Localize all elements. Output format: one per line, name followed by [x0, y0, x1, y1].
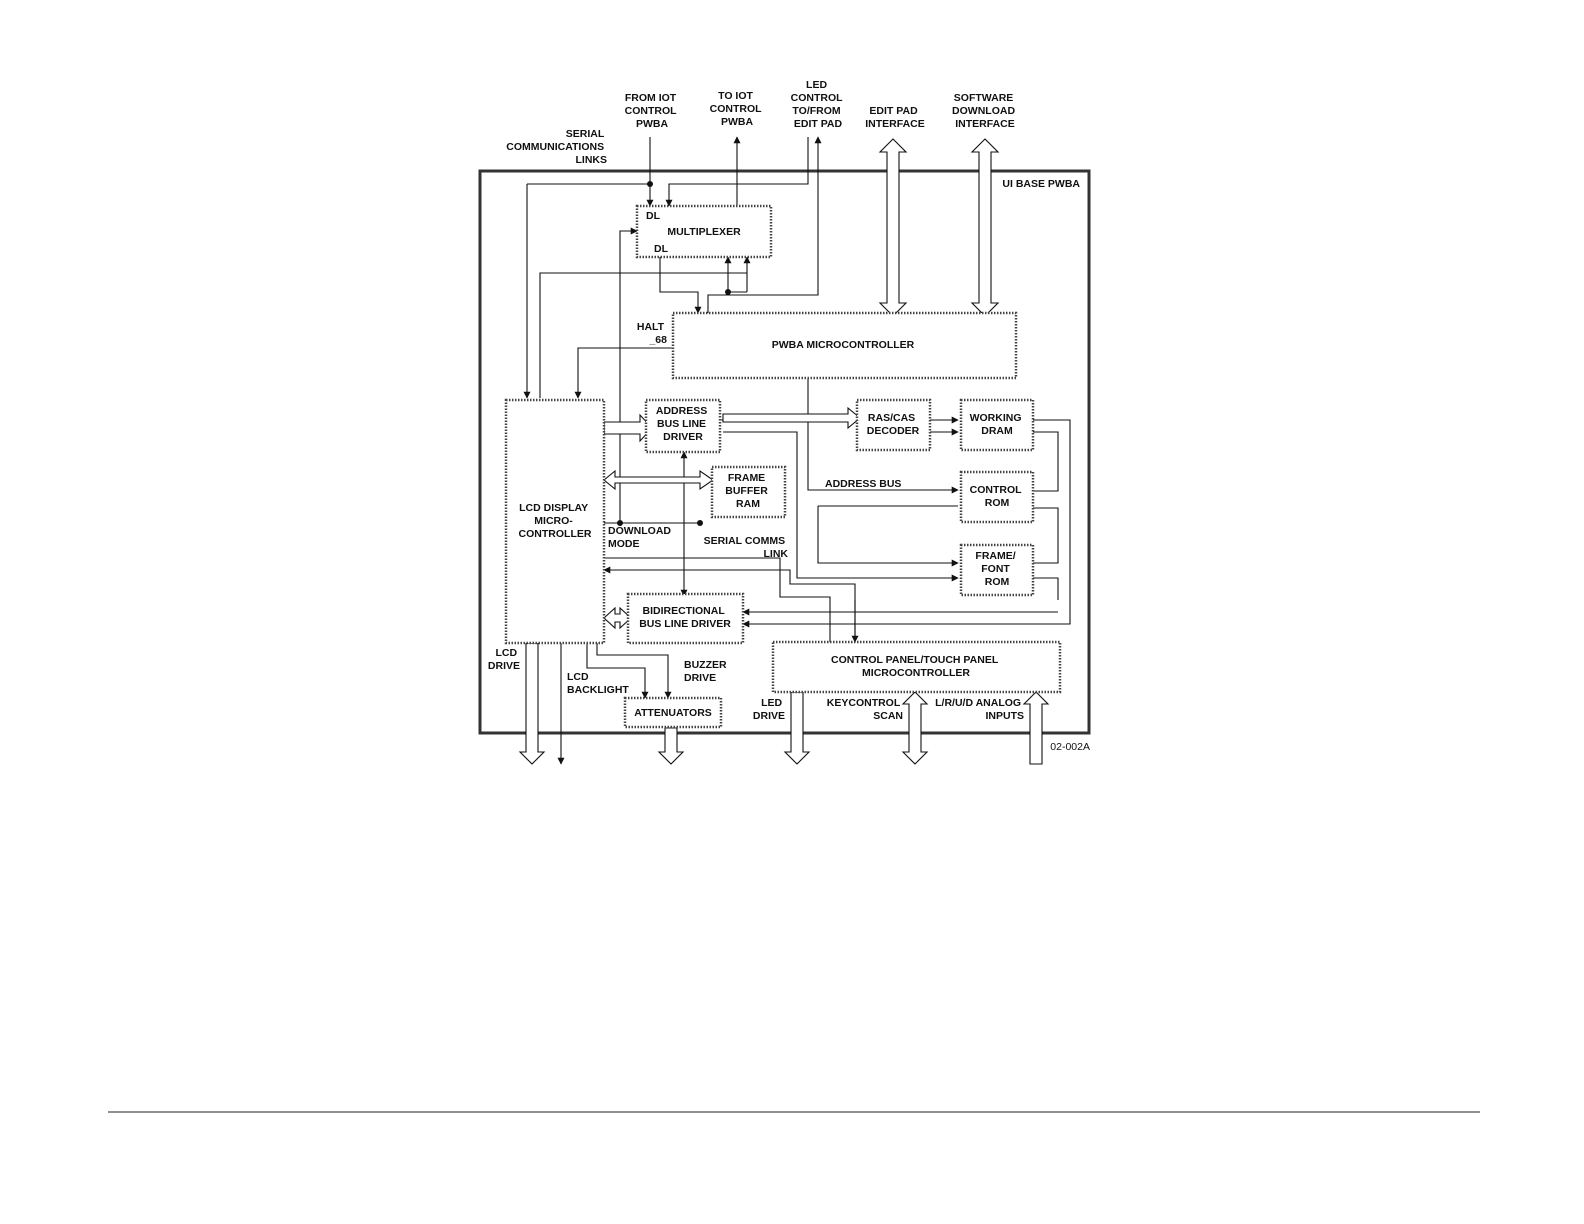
- block-multiplexer: MULTIPLEXER: [635, 204, 773, 259]
- block-ras-cas-decoder: RAS/CAS DECODER: [855, 398, 932, 452]
- download-mode-label: DOWNLOAD MODE: [608, 525, 674, 550]
- analog-inputs-label: L/R/U/D ANALOG INPUTS: [935, 697, 1024, 722]
- serial-comms-label: SERIAL COMMS LINK: [704, 535, 789, 560]
- block-attenuators: ATTENUATORS: [623, 696, 723, 729]
- halt-label: HALT _68: [637, 321, 667, 346]
- svg-text:WORKING DRAM: WORKING DRAM: [970, 412, 1025, 437]
- svg-text:CONTROL PANEL/TOUCH PANEL: CONTROL PANEL/TOUCH PANEL MICROCONTROLLE…: [831, 654, 1001, 679]
- block-control-rom: CONTROL ROM: [959, 470, 1035, 524]
- svg-text:LCD DISPLAY MICRO-: LCD DISPLAY MICRO- CONTROLLER: [519, 502, 592, 540]
- software-download-label: SOFTWARE DOWNLOAD INTERFACE: [952, 92, 1018, 130]
- address-bus-label: ADDRESS BUS: [825, 478, 901, 490]
- block-frame-buffer-ram: FRAME BUFFER RAM: [710, 465, 787, 519]
- buzzer-drive-label: BUZZER DRIVE: [684, 659, 730, 684]
- block-control-panel-microcontroller: CONTROL PANEL/TOUCH PANEL MICROCONTROLLE…: [771, 640, 1062, 694]
- block-frame-font-rom: FRAME/ FONT ROM: [959, 543, 1035, 597]
- dl-bottom-label: DL: [654, 243, 669, 255]
- block-lcd-display-microcontroller: LCD DISPLAY MICRO- CONTROLLER: [504, 398, 606, 645]
- block-working-dram: WORKING DRAM: [959, 398, 1035, 452]
- led-control-label: LED CONTROL TO/FROM EDIT PAD: [791, 79, 846, 130]
- frame-label: UI BASE PWBA: [1002, 178, 1080, 190]
- lcd-backlight-label: LCD BACKLIGHT: [567, 671, 629, 696]
- data-buses: [518, 138, 1050, 765]
- serial-links-label: SERIAL COMMUNICATIONS LINKS: [506, 128, 607, 166]
- figure-id: 02-002A: [1050, 741, 1090, 753]
- block-pwba-microcontroller: PWBA MICROCONTROLLER: [671, 311, 1018, 380]
- svg-text:ADDRESS BUS LINE D: ADDRESS BUS LINE DRIVER: [656, 405, 710, 443]
- svg-text:ATTENUATORS: ATTENUATORS: [634, 707, 712, 719]
- svg-text:RAS/CAS DECODER: RAS/CAS DECODER: [867, 412, 920, 437]
- ui-base-pwba-frame: [478, 169, 1091, 735]
- block-address-bus-line-driver: ADDRESS BUS LINE DRIVER: [644, 398, 722, 454]
- svg-text:CONTROL ROM: CONTROL ROM: [970, 484, 1025, 509]
- svg-text:BIDIRECTIONAL BUS LINE D: BIDIRECTIONAL BUS LINE DRIVER: [639, 605, 731, 630]
- edit-pad-label: EDIT PAD INTERFACE: [865, 105, 925, 130]
- lcd-drive-label: LCD DRIVE: [488, 647, 520, 672]
- svg-text:FRAME BUFFER RAM: FRAME BUFFER RAM: [725, 472, 771, 510]
- svg-text:MULTIPLEXER: MULTIPLEXER: [667, 226, 741, 238]
- dl-top-label: DL: [646, 210, 661, 222]
- to-iot-label: TO IOT CONTROL PWBA: [710, 90, 765, 128]
- keycontrol-scan-label: KEYCONTROL SCAN: [827, 697, 903, 722]
- from-iot-label: FROM IOT CONTROL PWBA: [625, 92, 680, 130]
- led-drive-label: LED DRIVE: [753, 697, 785, 722]
- svg-text:PWBA MICROCONTROLLER: PWBA MICROCONTROLLER: [772, 339, 915, 351]
- block-bidirectional-bus-line-driver: BIDIRECTIONAL BUS LINE DRIVER: [626, 592, 745, 645]
- junction-dots: [617, 181, 731, 526]
- svg-text:FRAME/ FONT ROM: FRAME/ FONT ROM: [975, 550, 1018, 588]
